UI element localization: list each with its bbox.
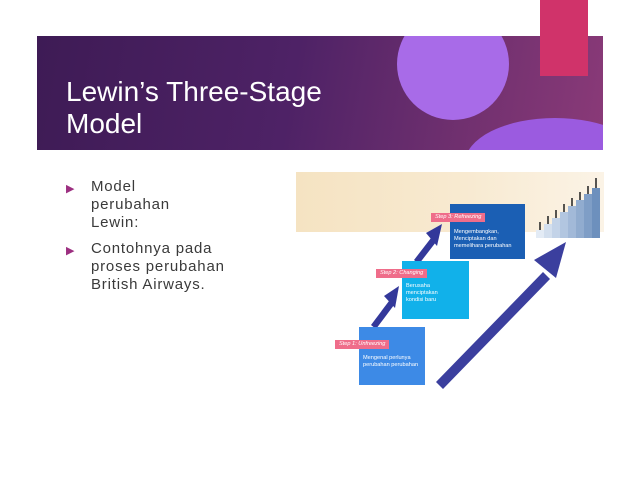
stage-description: Mengenal perlunya perubahan perubahan — [363, 355, 419, 368]
bullet-text: Contohnya pada proses perubahan British … — [91, 240, 225, 293]
lewin-stage-diagram: Mengembangkan, Menciptakan dan memelihar… — [296, 172, 604, 390]
stairs-illustration — [536, 178, 600, 238]
stage-label-unfreezing: Step 1: Unfreezing — [335, 340, 390, 349]
bullet-item: ▶ Model perubahan Lewin: — [66, 178, 276, 232]
bullet-item: ▶ Contohnya pada proses perubahan Britis… — [66, 240, 276, 294]
slide-title: Lewin’s Three-Stage Model — [66, 76, 322, 139]
step-arrow-icon — [371, 286, 399, 329]
diagram-graphics — [371, 178, 600, 389]
stage-label-changing: Step 2: Changing — [376, 269, 428, 278]
stage-box-unfreezing: Mengenal perlunya perubahan perubahan — [359, 327, 425, 385]
decorative-arc — [465, 118, 603, 150]
decorative-circle — [397, 36, 509, 120]
title-band: Lewin’s Three-Stage Model — [37, 36, 603, 150]
stage-description: Berusaha menciptakan kondisi baru — [406, 283, 438, 303]
stage-box-refreezing: Mengembangkan, Menciptakan dan memelihar… — [450, 204, 525, 259]
step-arrow-icon — [414, 224, 442, 264]
bullet-text: Model perubahan Lewin: — [91, 178, 170, 231]
bullet-triangle-icon: ▶ — [66, 245, 75, 257]
stage-description: Mengembangkan, Menciptakan dan memelihar… — [454, 229, 512, 249]
bullet-list: ▶ Model perubahan Lewin: ▶ Contohnya pad… — [66, 178, 276, 302]
stage-label-refreezing: Step 3: Refreezing — [431, 213, 486, 222]
pink-accent-tab — [540, 0, 588, 76]
bullet-triangle-icon: ▶ — [66, 183, 75, 195]
big-arrow-icon — [436, 242, 566, 389]
